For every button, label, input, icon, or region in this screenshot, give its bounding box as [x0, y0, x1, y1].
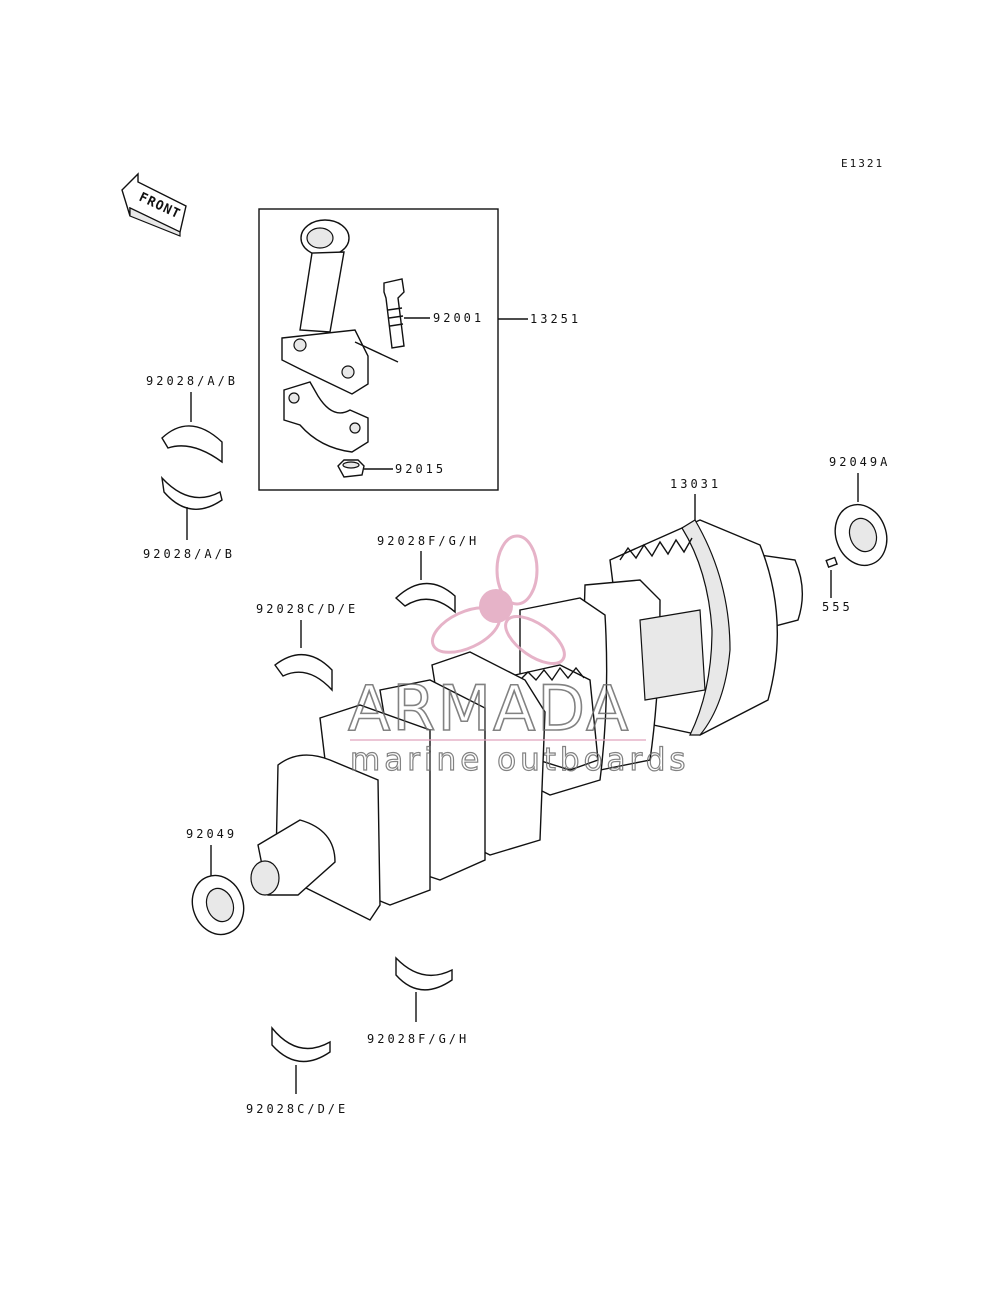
connecting-rod-icon — [281, 219, 399, 395]
part-label-92001: 92001 — [433, 311, 484, 325]
conrod-bearing-upper-icon — [161, 425, 223, 464]
part-label-13251: 13251 — [530, 312, 581, 326]
crankshaft-icon — [250, 519, 803, 921]
part-label-92028cde-upper: 92028C/D/E — [256, 602, 358, 616]
part-label-92028cde-lower: 92028C/D/E — [246, 1102, 348, 1116]
part-label-92028-ab-upper: 92028/A/B — [146, 374, 238, 388]
key-icon — [825, 556, 838, 569]
conrod-bearing-lower-icon — [160, 475, 223, 510]
part-label-92028fgh-upper: 92028F/G/H — [377, 534, 479, 548]
watermark: ARMADA marine outboards — [347, 534, 690, 779]
rod-cap-icon — [283, 381, 369, 453]
main-bearing-fgh-upper-icon — [394, 582, 456, 614]
oil-seal-left-icon — [191, 874, 245, 936]
part-label-13031: 13031 — [670, 477, 721, 491]
part-label-92028-ab-lower: 92028/A/B — [143, 547, 235, 561]
main-bearing-fgh-lower-icon — [395, 956, 453, 991]
conrod-assy-box — [258, 208, 499, 491]
oil-seal-right-icon — [834, 503, 888, 567]
conrod-nut-icon — [337, 459, 365, 478]
main-bearing-cde-upper-icon — [274, 653, 333, 692]
main-bearing-cde-lower-icon — [271, 1026, 331, 1063]
part-label-92049: 92049 — [186, 827, 237, 841]
part-label-555: 555 — [822, 600, 853, 614]
part-label-92049a: 92049A — [829, 455, 890, 469]
part-label-92028fgh-lower: 92028F/G/H — [367, 1032, 469, 1046]
watermark-subtitle: marine outboards — [350, 742, 690, 778]
front-arrow-icon: FRONT — [121, 172, 187, 237]
conrod-bolt-icon — [383, 278, 405, 349]
watermark-title: ARMADA — [348, 672, 630, 745]
propeller-logo-icon — [430, 534, 566, 665]
part-label-92015: 92015 — [395, 462, 446, 476]
diagram-code: E1321 — [841, 157, 884, 170]
